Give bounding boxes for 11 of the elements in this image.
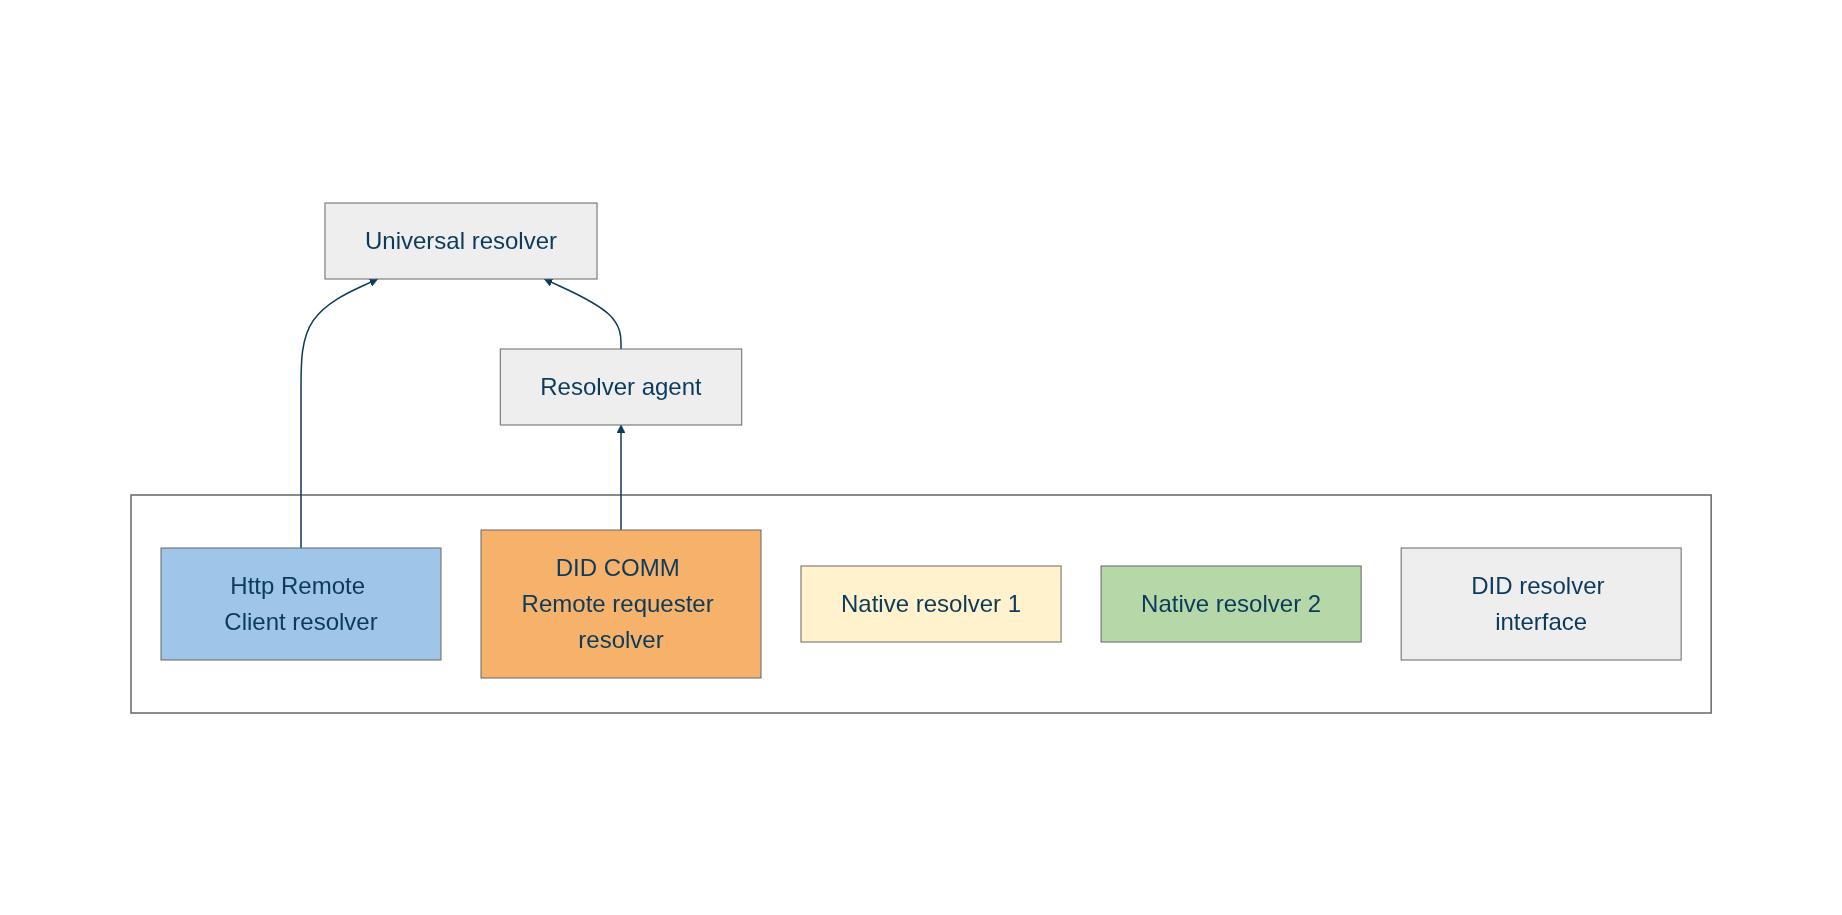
node-box: Resolver agent [499, 348, 743, 425]
node-box: DID COMM Remote requester resolver [480, 529, 762, 678]
cluster [130, 493, 1712, 714]
node-box: Native resolver 1 [800, 565, 1062, 642]
node-box: Universal resolver [324, 202, 598, 279]
arrow [616, 424, 626, 531]
arrow [300, 277, 379, 549]
node-box: Native resolver 2 [1100, 565, 1362, 642]
node-box: DID resolver interface [1400, 547, 1682, 660]
node-box: Http Remote Client resolver [160, 547, 442, 660]
arrow [543, 277, 622, 350]
